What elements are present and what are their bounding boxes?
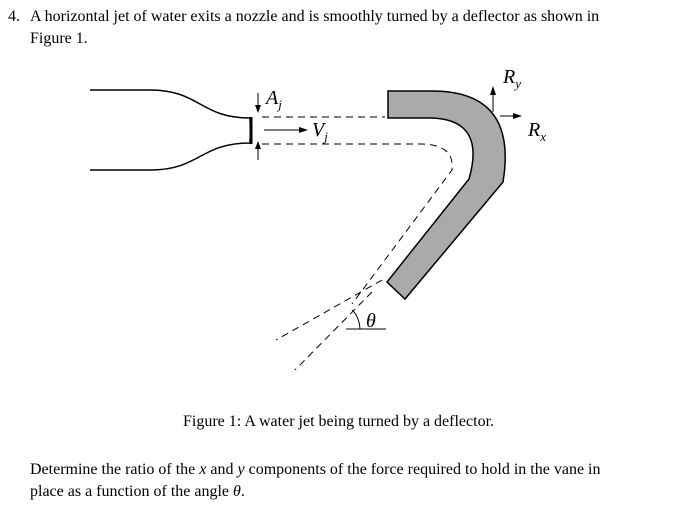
question-end: .	[240, 483, 245, 500]
label-angle: θ	[366, 310, 376, 332]
deflector-vane	[385, 90, 506, 301]
angle-arc	[351, 309, 361, 330]
label-reaction-x: Rx	[527, 119, 546, 144]
var-y: y	[237, 461, 245, 478]
figure-deflector: Aj Vj Ry Rx θ	[0, 52, 677, 392]
label-reaction-y: Ry	[502, 66, 521, 91]
question-text: Determine the ratio of the x and y compo…	[30, 459, 662, 503]
question-and: and	[210, 461, 234, 478]
question-part-2: components of the force required to hold…	[248, 461, 601, 478]
exit-jet-upper-dashed	[275, 279, 383, 341]
area-arrowhead-top	[255, 105, 261, 113]
problem-text-line-2: Figure 1.	[30, 30, 88, 47]
velocity-arrowhead	[299, 127, 308, 133]
problem-line-1: 4. A horizontal jet of water exits a nozz…	[8, 6, 668, 28]
problem-text-line-1: A horizontal jet of water exits a nozzle…	[30, 8, 600, 25]
reaction-x-arrowhead	[513, 113, 522, 119]
question-part-1: Determine the ratio of the	[30, 461, 196, 478]
reaction-y-arrowhead	[490, 86, 496, 95]
problem-number: 4.	[8, 8, 20, 25]
question-line-2: place as a function of the angle θ.	[30, 481, 662, 503]
exit-jet-lower-dashed	[294, 291, 373, 371]
problem-statement: 4. A horizontal jet of water exits a nozz…	[8, 6, 668, 50]
var-theta: θ	[233, 483, 241, 500]
nozzle-lower-wall	[90, 139, 251, 171]
label-velocity: Vj	[312, 119, 328, 144]
label-area: Aj	[264, 87, 282, 112]
var-x: x	[199, 461, 207, 478]
nozzle-upper-wall	[90, 89, 251, 122]
question-part-3: place as a function of the angle	[30, 483, 230, 500]
jet-lower-dashed	[262, 143, 453, 305]
deflector-diagram: Aj Vj Ry Rx θ	[90, 66, 546, 371]
area-arrowhead-bottom	[255, 141, 261, 149]
figure-caption: Figure 1: A water jet being turned by a …	[182, 413, 495, 430]
